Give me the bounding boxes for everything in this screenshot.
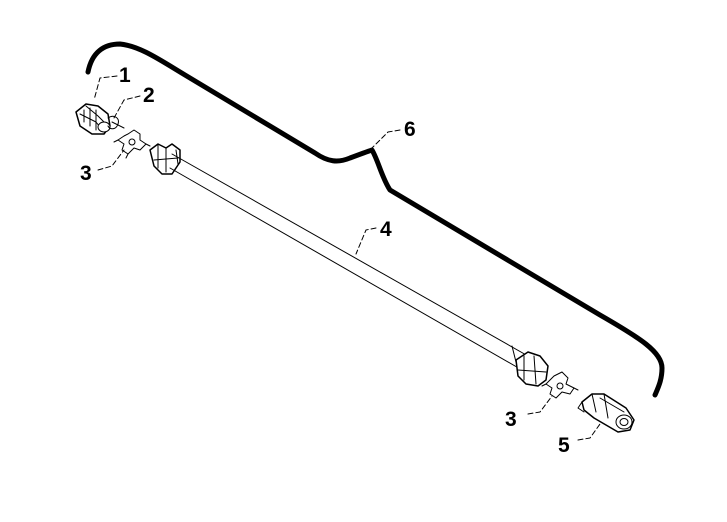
leader-3-upper bbox=[97, 149, 125, 171]
callout-3-upper: 3 bbox=[80, 162, 92, 185]
callout-2: 2 bbox=[143, 84, 155, 107]
callout-5: 5 bbox=[558, 434, 570, 457]
item-1-yoke bbox=[75, 103, 111, 135]
item-3-cross-lower bbox=[541, 371, 579, 399]
callout-1: 1 bbox=[119, 64, 131, 87]
item-2-clip bbox=[107, 115, 125, 130]
callout-3-lower: 3 bbox=[505, 408, 517, 431]
leader-2 bbox=[113, 95, 141, 119]
item-4-shaft bbox=[149, 143, 549, 387]
leader-6 bbox=[371, 129, 401, 149]
leader-1 bbox=[93, 75, 118, 101]
item-5-slip-yoke bbox=[577, 393, 635, 433]
item-3-cross-upper bbox=[113, 129, 151, 159]
leader-4 bbox=[355, 227, 377, 255]
leader-5 bbox=[577, 423, 601, 441]
callout-4: 4 bbox=[380, 218, 392, 241]
item-6-tube bbox=[85, 41, 665, 398]
callout-6: 6 bbox=[404, 118, 416, 141]
leader-3-lower bbox=[527, 395, 553, 415]
